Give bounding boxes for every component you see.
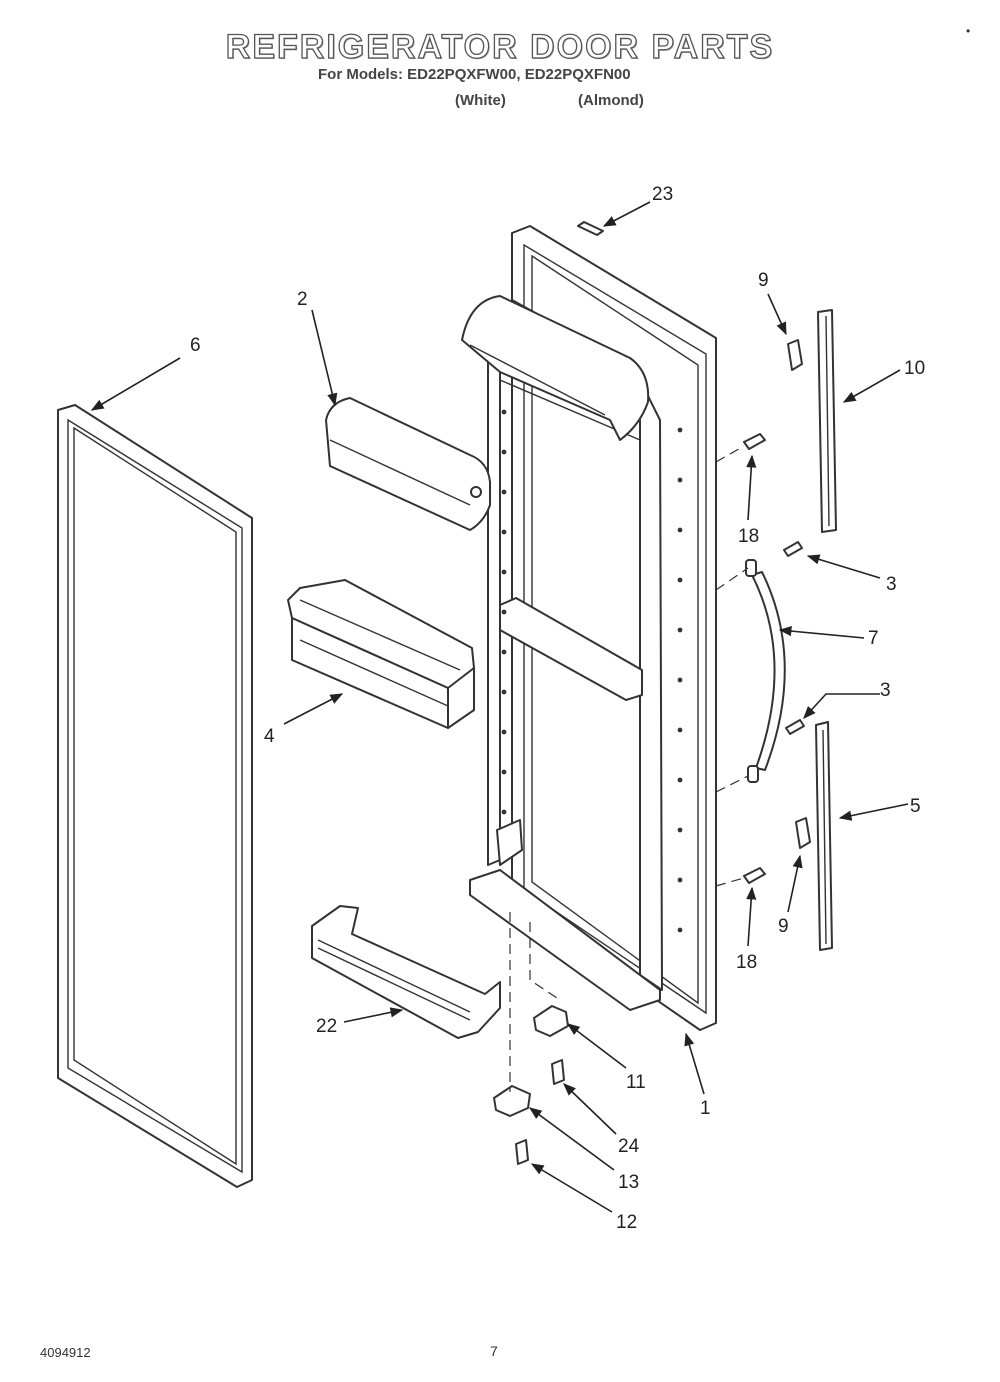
leader-lines bbox=[90, 201, 909, 1213]
part-dairy-door bbox=[325, 397, 491, 531]
callout-22: 22 bbox=[316, 1016, 337, 1037]
callout-10: 10 bbox=[904, 358, 925, 379]
callout-11: 11 bbox=[626, 1072, 646, 1093]
callout-5: 5 bbox=[910, 796, 921, 817]
part-hinge-pin bbox=[551, 1059, 565, 1085]
callout-6: 6 bbox=[190, 335, 201, 356]
part-trim-cap-upper bbox=[787, 339, 803, 371]
callout-9-upper: 9 bbox=[758, 270, 769, 291]
part-handle-trim-upper bbox=[817, 309, 837, 533]
callout-2: 2 bbox=[297, 289, 308, 310]
part-hinge bbox=[533, 1005, 569, 1037]
part-door-handle bbox=[745, 559, 786, 783]
callout-23: 23 bbox=[652, 184, 673, 205]
page-title: REFRIGERATOR DOOR PARTS bbox=[225, 27, 775, 66]
callout-24: 24 bbox=[618, 1136, 640, 1157]
assembly-line-hinge bbox=[529, 922, 561, 1001]
corner-mark: • bbox=[966, 24, 971, 38]
part-hinge-bushing bbox=[493, 1085, 531, 1117]
assembly-line-handle-bottom bbox=[715, 775, 749, 793]
assembly-line-handle-top bbox=[715, 567, 749, 591]
figure-code: 4094912 bbox=[40, 1345, 91, 1360]
part-hinge-screw bbox=[515, 1139, 529, 1165]
part-door bbox=[461, 225, 717, 1031]
callout-4: 4 bbox=[264, 726, 275, 747]
part-bottom-shelf bbox=[311, 905, 501, 1039]
callout-3-upper: 3 bbox=[886, 574, 897, 595]
part-trim-cap-lower bbox=[795, 817, 811, 849]
part-screws bbox=[743, 433, 805, 884]
callout-12: 12 bbox=[616, 1212, 637, 1233]
callout-13: 13 bbox=[618, 1172, 639, 1193]
part-nameplate bbox=[577, 221, 604, 236]
part-handle-trim-lower bbox=[815, 721, 833, 951]
callout-18-upper: 18 bbox=[738, 526, 759, 547]
assembly-line-screw-lower bbox=[715, 877, 745, 887]
variant-almond: (Almond) bbox=[578, 92, 644, 109]
callout-1: 1 bbox=[700, 1098, 711, 1119]
callout-3-lower: 3 bbox=[880, 680, 891, 701]
part-door-gasket bbox=[57, 404, 253, 1188]
models-line: For Models: ED22PQXFW00, ED22PQXFN00 bbox=[318, 66, 631, 83]
assembly-line-screw-upper bbox=[715, 445, 745, 463]
callout-18-lower: 18 bbox=[736, 952, 757, 973]
part-door-bin bbox=[287, 579, 475, 729]
callout-7: 7 bbox=[868, 628, 879, 649]
variant-white: (White) bbox=[455, 92, 506, 109]
page-number: 7 bbox=[490, 1343, 498, 1359]
callout-9-lower: 9 bbox=[778, 916, 789, 937]
